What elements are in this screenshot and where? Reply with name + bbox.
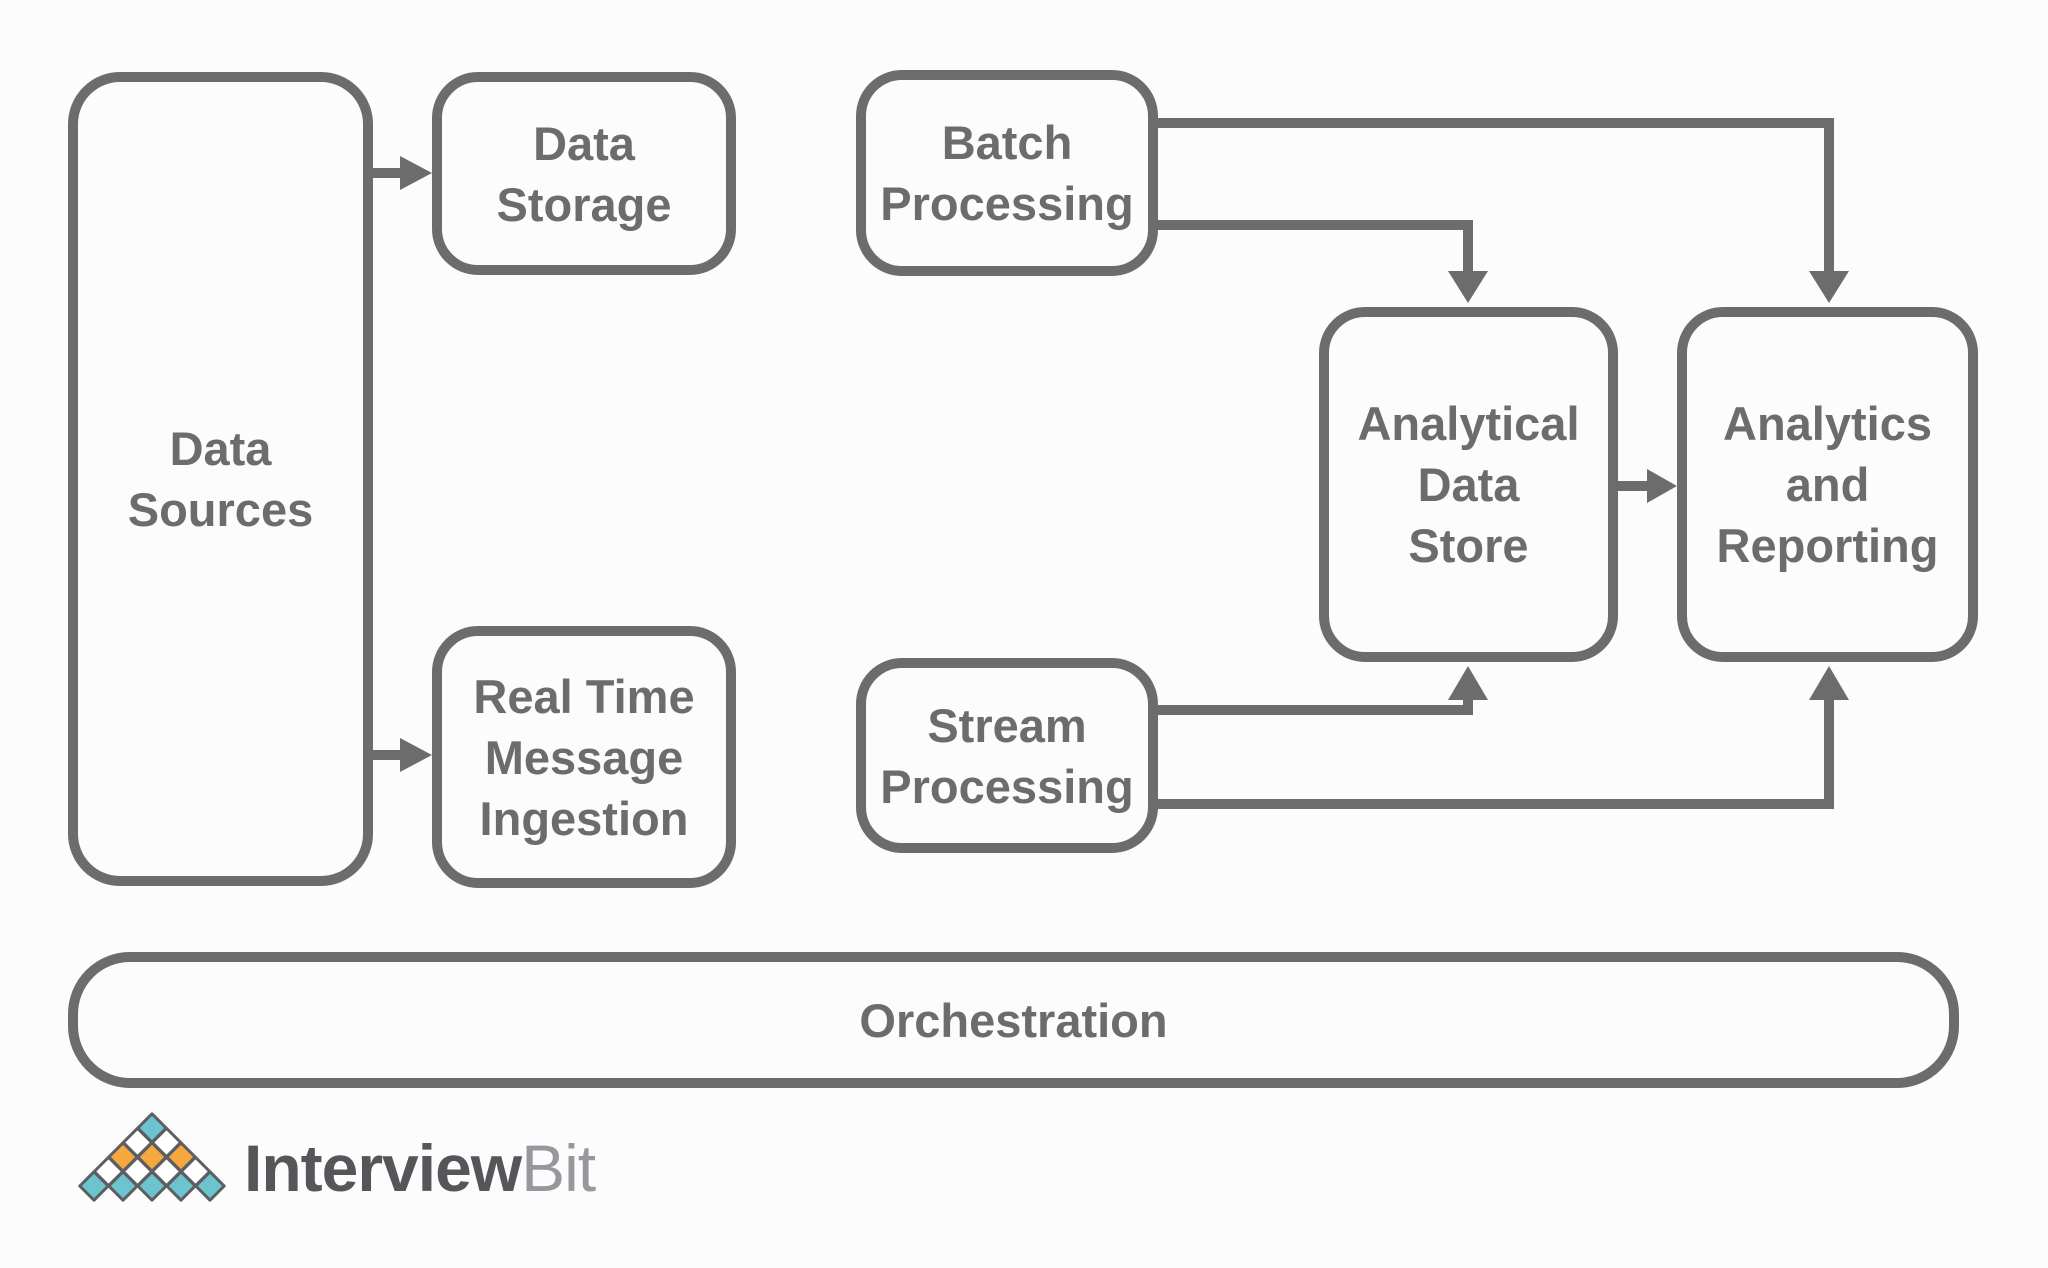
- node-analytics-and-reporting: Analytics and Reporting: [1677, 307, 1978, 662]
- logo-diamond: [194, 1170, 226, 1202]
- logo-diamond: [107, 1170, 139, 1202]
- arrow-shaft: [1157, 700, 1473, 715]
- node-label-line: Message: [484, 730, 684, 784]
- arrow-analytical-data-store-to-analytics-and-reporting: [1617, 469, 1677, 503]
- node-label-line: Data: [169, 422, 272, 475]
- node-data-sources: Data Sources: [68, 72, 373, 886]
- node-label-line: Sources: [127, 483, 314, 536]
- node-label-line: Processing: [880, 759, 1134, 813]
- arrow-head: [400, 156, 432, 190]
- node-label-line: Ingestion: [479, 791, 689, 845]
- node-batch-processing: Batch Processing: [856, 70, 1158, 276]
- logo-diamond: [136, 1170, 168, 1202]
- node-label-line: Analytical: [1357, 397, 1580, 450]
- arrow-shaft: [1157, 118, 1834, 273]
- node-label-line: and: [1785, 458, 1870, 511]
- arrow-stream-processing-to-analytics-and-reporting: [1157, 666, 1849, 809]
- interviewbit-logo: InterviewBit: [78, 1112, 596, 1204]
- arrow-head: [400, 738, 432, 772]
- node-label-line: Batch: [941, 116, 1073, 169]
- node-stream-processing: Stream Processing: [856, 658, 1158, 853]
- arrow-head: [1647, 469, 1677, 503]
- arrow-head: [1448, 271, 1488, 303]
- arrow-stream-processing-to-analytical-data-store: [1157, 666, 1488, 715]
- node-orchestration: Orchestration: [68, 952, 1959, 1088]
- node-label-line: Real Time: [473, 669, 695, 723]
- node-label-line: Data: [1417, 458, 1520, 511]
- logo-diamond: [78, 1170, 110, 1202]
- node-label-line: Orchestration: [859, 993, 1168, 1047]
- arrow-shaft: [1157, 700, 1834, 809]
- arrow-head: [1809, 271, 1849, 303]
- arrow-data-sources-to-real-time-message-ingestion: [372, 738, 432, 772]
- node-data-storage: Data Storage: [432, 72, 736, 275]
- logo-diamond: [165, 1170, 197, 1202]
- node-analytical-data-store: Analytical Data Store: [1319, 307, 1618, 662]
- arrow-data-sources-to-data-storage: [372, 156, 432, 190]
- arrow-head: [1809, 666, 1849, 700]
- node-label-line: Storage: [496, 177, 672, 231]
- logo-wordmark: InterviewBit: [244, 1135, 596, 1204]
- arrow-batch-processing-to-analytical-data-store: [1157, 220, 1488, 303]
- arrow-batch-processing-to-analytics-and-reporting: [1157, 118, 1849, 303]
- logo-brand-primary: Interview: [244, 1131, 522, 1205]
- logo-pyramid-icon: [78, 1112, 226, 1202]
- node-label-line: Processing: [880, 177, 1134, 230]
- node-label-line: Reporting: [1716, 519, 1939, 572]
- node-label-line: Data: [533, 116, 635, 170]
- logo-brand-secondary: Bit: [521, 1131, 596, 1205]
- node-label-line: Analytics: [1723, 397, 1932, 450]
- arrow-shaft: [1157, 220, 1473, 273]
- arrow-head: [1448, 666, 1488, 700]
- node-real-time-message-ingestion: Real Time Message Ingestion: [432, 626, 736, 888]
- node-label-line: Stream: [927, 698, 1087, 752]
- node-label-line: Store: [1408, 519, 1529, 572]
